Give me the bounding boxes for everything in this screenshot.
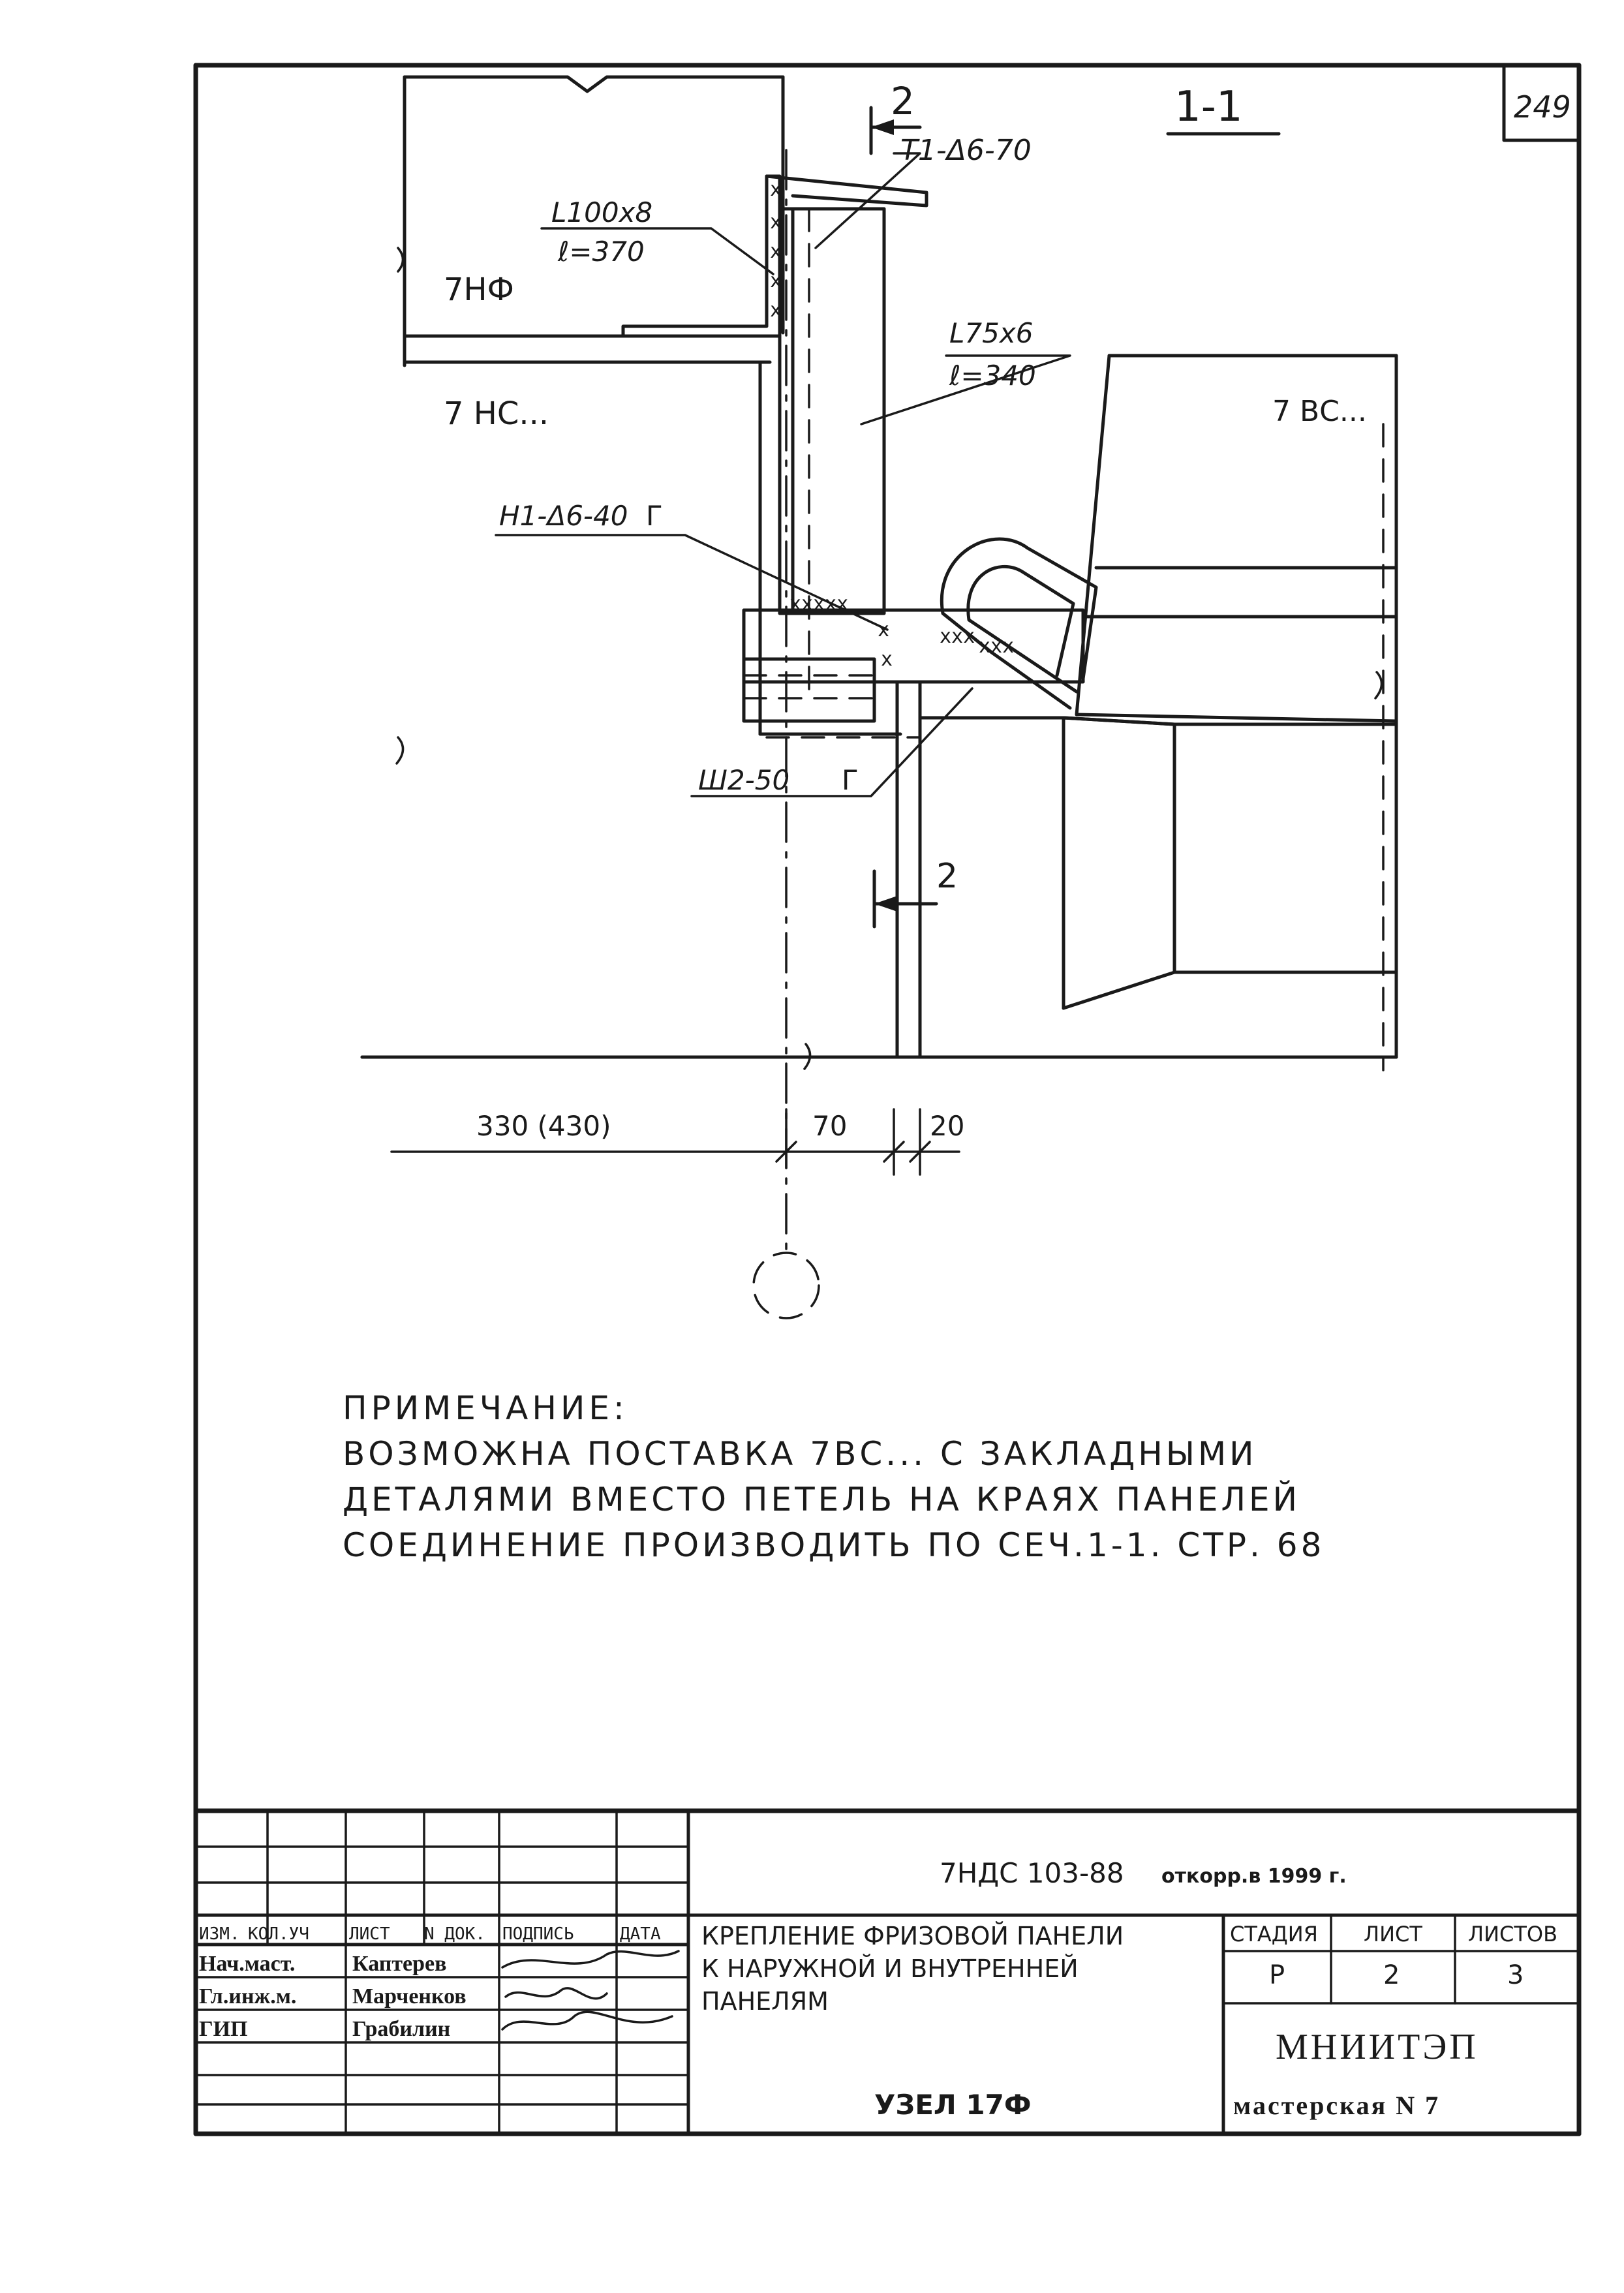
note-line-3: СОЕДИНЕНИЕ ПРОИЗВОДИТЬ ПО СЕЧ.1-1. СТР. … bbox=[343, 1526, 1325, 1564]
svg-text:x: x bbox=[770, 240, 782, 263]
signature-1 bbox=[501, 1950, 680, 1969]
label-angle-small: L75x6 bbox=[949, 317, 1033, 349]
angle-l75 bbox=[778, 207, 886, 615]
note-line-2: ДЕТАЛЯМИ ВМЕСТО ПЕТЕЛЬ НА КРАЯХ ПАНЕЛЕЙ bbox=[343, 1480, 1300, 1518]
axis-marker bbox=[752, 1252, 820, 1319]
label-panel-outer: 7 НС... bbox=[444, 395, 549, 432]
workshop-name: мастерская N 7 bbox=[1233, 2091, 1440, 2120]
svg-text:xxx: xxx bbox=[940, 625, 975, 648]
section-title: 1-1 bbox=[1166, 83, 1281, 136]
svg-text:x: x bbox=[878, 619, 889, 641]
panel-inner-outline bbox=[1062, 354, 1398, 1071]
label-panel-frieze: 7НФ bbox=[444, 271, 514, 308]
label-weld-sh2: Ш2-50 bbox=[698, 764, 789, 796]
role-3: ГИП bbox=[199, 2017, 248, 2041]
sheet-frame bbox=[193, 63, 1582, 2136]
label-weld-t1: T1-Δ6-70 bbox=[900, 134, 1032, 167]
node-label: УЗЕЛ 17Ф bbox=[874, 2089, 1032, 2121]
label-weld-h1: Н1-Δ6-40 bbox=[499, 500, 628, 532]
note-block: ПРИМЕЧАНИЕ: ВОЗМОЖНА ПОСТАВКА 7ВС... С З… bbox=[343, 1389, 1325, 1564]
header-podpis: ПОДПИСЬ bbox=[502, 1924, 574, 1944]
name-3: Грабилин bbox=[352, 2017, 450, 2041]
sheet-number-box: 249 bbox=[1502, 63, 1581, 142]
dimension-1: 330 (430) bbox=[476, 1110, 611, 1142]
sheet-number: 249 bbox=[1514, 89, 1571, 125]
role-2: Гл.инж.м. bbox=[199, 1984, 296, 2008]
svg-text:x: x bbox=[770, 299, 782, 322]
axis-line bbox=[785, 149, 810, 1254]
section-cut-marks: 2 2 bbox=[869, 79, 958, 929]
base-line bbox=[360, 1043, 922, 1070]
signature-3 bbox=[501, 2010, 673, 2031]
weld-marks: x x x x x xxxxx x x xxx xxx bbox=[770, 178, 1014, 671]
label-angle-big: L100x8 bbox=[551, 196, 652, 228]
panel-loop bbox=[940, 537, 1098, 710]
svg-text:xxxxx: xxxxx bbox=[789, 592, 848, 615]
doc-code-note: откорр.в 1999 г. bbox=[1161, 1865, 1347, 1888]
title-line-2: К НАРУЖНОЙ И ВНУТРЕННЕЙ bbox=[701, 1954, 1079, 1983]
role-1: Нач.маст. bbox=[199, 1952, 295, 1976]
note-line-1: ВОЗМОЖНА ПОСТАВКА 7ВС... С ЗАКЛАДНЫМИ bbox=[343, 1435, 1257, 1473]
svg-text:x: x bbox=[770, 211, 782, 234]
drawing-labels: T1-Δ6-70 L100x8 ℓ=370 7НФ L75x6 ℓ=340 7 … bbox=[444, 134, 1367, 1142]
panel-outer-outline bbox=[360, 360, 1398, 1059]
name-1: Каптерев bbox=[352, 1952, 447, 1976]
stage-value: Р bbox=[1269, 1960, 1285, 1990]
leader-lines bbox=[495, 152, 1071, 797]
stage-label: СТАДИЯ bbox=[1230, 1922, 1318, 1947]
label-weld-sh2-mark: Г bbox=[842, 764, 859, 796]
dimension-2: 70 bbox=[812, 1110, 847, 1142]
title-line-3: ПАНЕЛЯМ bbox=[701, 1987, 829, 2016]
panel-frieze-outline bbox=[397, 75, 785, 367]
header-list: ЛИСТ bbox=[349, 1924, 390, 1944]
title-block: ИЗМ. КОЛ.УЧ ЛИСТ N ДОК. ПОДПИСЬ ДАТА Нач… bbox=[193, 1808, 1582, 2136]
header-data: ДАТА bbox=[620, 1924, 661, 1944]
header-izm: ИЗМ. bbox=[199, 1924, 240, 1944]
svg-text:x: x bbox=[770, 269, 782, 292]
header-kol-uch: КОЛ.УЧ bbox=[248, 1924, 309, 1944]
note-heading: ПРИМЕЧАНИЕ: bbox=[343, 1389, 628, 1427]
sheet-value: 2 bbox=[1383, 1960, 1400, 1990]
name-2: Марченков bbox=[352, 1984, 467, 2008]
label-angle-small-len: ℓ=340 bbox=[949, 360, 1036, 392]
signature-2 bbox=[504, 1987, 608, 2000]
label-angle-big-len: ℓ=370 bbox=[557, 236, 645, 268]
vertical-joint bbox=[895, 680, 1065, 1059]
org-name: МНИИТЭП bbox=[1276, 2027, 1478, 2067]
horizontal-joints bbox=[403, 334, 775, 364]
label-panel-inner: 7 ВС... bbox=[1272, 395, 1367, 428]
title-line-1: КРЕПЛЕНИЕ ФРИЗОВОЙ ПАНЕЛИ bbox=[701, 1922, 1124, 1950]
header-n-dok: N ДОК. bbox=[424, 1924, 485, 1944]
cut-label-top: 2 bbox=[891, 79, 915, 123]
dimension-3: 20 bbox=[930, 1110, 964, 1142]
svg-text:x: x bbox=[770, 178, 782, 201]
sheet-label: ЛИСТ bbox=[1364, 1922, 1422, 1947]
doc-code: 7НДС 103-88 bbox=[940, 1857, 1124, 1889]
section-title-text: 1-1 bbox=[1174, 83, 1243, 131]
svg-text:x: x bbox=[881, 648, 893, 671]
cut-label-bottom: 2 bbox=[936, 857, 958, 896]
sheets-label: ЛИСТОВ bbox=[1468, 1922, 1557, 1947]
label-weld-h1-mark: Г bbox=[646, 500, 663, 532]
dimension-lines bbox=[390, 1108, 960, 1176]
sheets-value: 3 bbox=[1507, 1960, 1524, 1990]
